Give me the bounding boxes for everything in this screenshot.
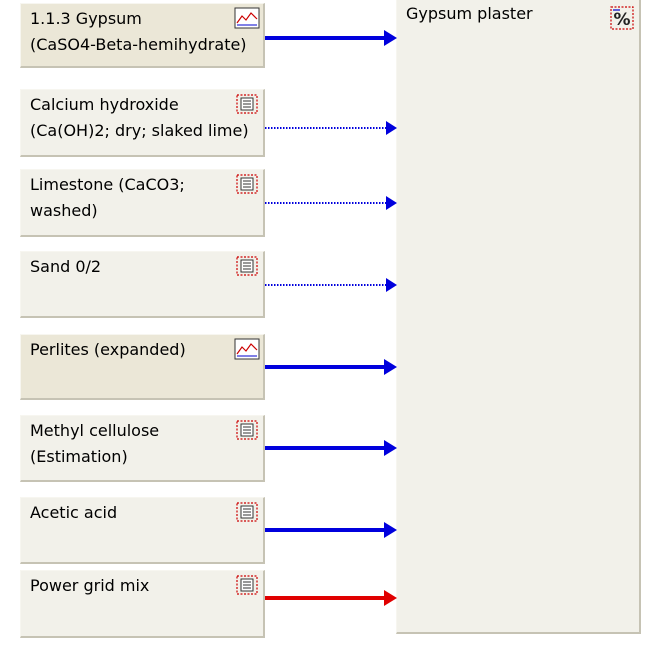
- process-label-line2: (Estimation): [30, 447, 128, 466]
- system-process-icon: [236, 174, 258, 194]
- process-label: Perlites (expanded): [30, 337, 258, 363]
- process-label-line1: Perlites (expanded): [30, 340, 186, 359]
- process-label: Power grid mix: [30, 573, 258, 599]
- svg-text:%: %: [613, 10, 630, 30]
- process-label-line2: (Ca(OH)2; dry; slaked lime): [30, 121, 249, 140]
- plan-percent-icon: %: [610, 6, 634, 30]
- process-label: Methyl cellulose (Estimation): [30, 418, 258, 470]
- process-label-line2: (CaSO4-Beta-hemihydrate): [30, 35, 247, 54]
- target-process-label: Gypsum plaster: [406, 4, 533, 23]
- process-chart-icon: [234, 338, 260, 360]
- process-label: Acetic acid: [30, 500, 258, 526]
- flow-arrow-methyl-cellulose: [265, 440, 397, 456]
- system-process-icon: [236, 575, 258, 595]
- flow-arrow-limestone: [265, 196, 397, 210]
- process-label-line1: Calcium hydroxide: [30, 95, 179, 114]
- process-box-gypsum[interactable]: 1.1.3 Gypsum (CaSO4-Beta-hemihydrate): [20, 3, 265, 68]
- process-label-line1: Sand 0/2: [30, 257, 102, 276]
- process-box-power-grid-mix[interactable]: Power grid mix: [20, 570, 265, 638]
- system-process-icon: [236, 256, 258, 276]
- flow-arrow-gypsum: [265, 30, 397, 46]
- system-process-icon: [236, 94, 258, 114]
- process-chart-icon: [234, 7, 260, 29]
- process-label: Calcium hydroxide (Ca(OH)2; dry; slaked …: [30, 92, 258, 144]
- process-box-methyl-cellulose[interactable]: Methyl cellulose (Estimation): [20, 415, 265, 482]
- process-box-limestone[interactable]: Limestone (CaCO3; washed): [20, 169, 265, 237]
- system-process-icon: [236, 420, 258, 440]
- process-label-line1: 1.1.3 Gypsum: [30, 9, 142, 28]
- process-box-gypsum-plaster[interactable]: Gypsum plaster %: [396, 0, 641, 634]
- process-label-line1: Limestone (CaCO3;: [30, 175, 185, 194]
- process-label: Sand 0/2: [30, 254, 258, 280]
- system-process-icon: [236, 502, 258, 522]
- process-label: Limestone (CaCO3; washed): [30, 172, 258, 224]
- flow-arrow-acetic-acid: [265, 522, 397, 538]
- process-label-line2: washed): [30, 201, 98, 220]
- flow-arrow-power-grid-mix: [265, 590, 397, 606]
- process-label-line1: Power grid mix: [30, 576, 150, 595]
- process-box-sand[interactable]: Sand 0/2: [20, 251, 265, 318]
- flow-arrow-perlites: [265, 359, 397, 375]
- process-label: 1.1.3 Gypsum (CaSO4-Beta-hemihydrate): [30, 6, 258, 58]
- process-box-perlites[interactable]: Perlites (expanded): [20, 334, 265, 400]
- process-box-acetic-acid[interactable]: Acetic acid: [20, 497, 265, 564]
- process-box-calcium-hydroxide[interactable]: Calcium hydroxide (Ca(OH)2; dry; slaked …: [20, 89, 265, 157]
- flow-arrow-sand: [265, 278, 397, 292]
- process-label-line1: Methyl cellulose: [30, 421, 160, 440]
- flow-arrow-calcium-hydroxide: [265, 121, 397, 135]
- process-label-line1: Acetic acid: [30, 503, 118, 522]
